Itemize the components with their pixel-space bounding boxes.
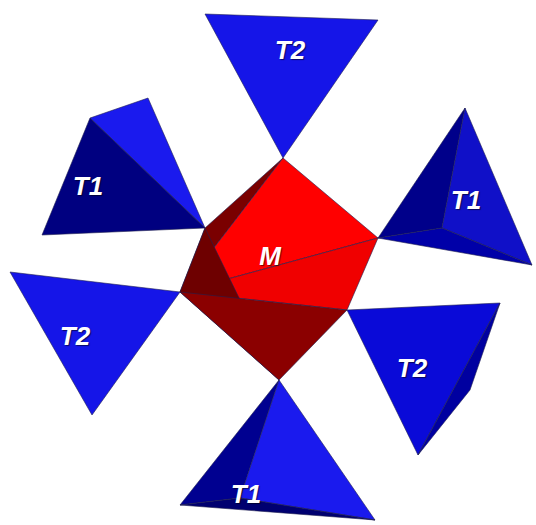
polyhedron-face	[418, 303, 500, 455]
site-label: T1	[451, 187, 481, 213]
site-label: M	[259, 243, 281, 269]
tetrahedron-node: T2	[10, 272, 180, 415]
site-label: T2	[275, 37, 305, 63]
polyhedron-face	[180, 292, 347, 380]
polyhedron-face	[205, 14, 378, 158]
polyhedron-face	[42, 118, 205, 235]
tetrahedron-node: T2	[205, 14, 378, 158]
tetrahedron-shape	[180, 380, 375, 520]
site-label: T2	[397, 355, 427, 381]
tetrahedron-shape	[42, 98, 205, 235]
polyhedron-face	[347, 303, 500, 455]
tetrahedron-shape	[205, 14, 378, 158]
tetrahedron-shape	[10, 272, 180, 415]
polyhedron-face	[378, 228, 532, 265]
octahedron-node: M	[180, 158, 378, 380]
polyhedron-face	[180, 498, 375, 520]
tetrahedron-node: T1	[180, 380, 375, 520]
polyhedron-face	[10, 272, 180, 415]
site-label: T1	[231, 481, 261, 507]
tetrahedron-node: T1	[42, 98, 205, 235]
site-label: T1	[73, 173, 103, 199]
site-label: T2	[60, 323, 90, 349]
tetrahedron-node: T1	[378, 108, 532, 265]
tetrahedron-node: T2	[347, 303, 500, 455]
octahedron-shape	[180, 158, 378, 380]
